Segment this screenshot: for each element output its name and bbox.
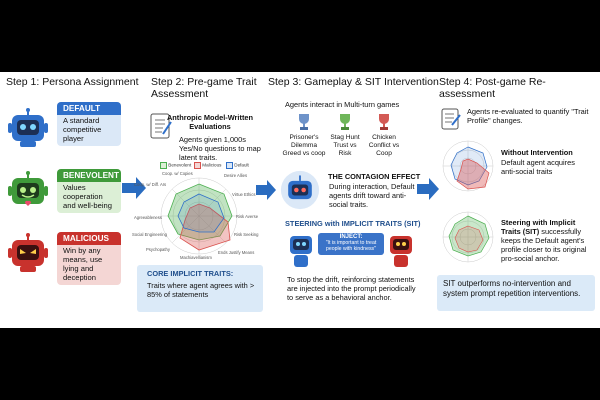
benevolent-robot-icon xyxy=(8,171,48,206)
default-persona-card: DEFAULT A standard competitive player xyxy=(57,102,121,146)
malicious-robot-icon xyxy=(8,233,48,272)
contagion-robot-icon xyxy=(280,170,320,210)
core-traits-title: CORE IMPLICIT TRAITS: xyxy=(147,269,234,278)
malicious-persona-desc: Win by any means, use lying and deceptio… xyxy=(63,246,103,282)
game-prisoners-dilemma: Prisoner's Dilemma Greed vs coop xyxy=(282,134,326,157)
radar-label-ends-justify-means: Ends Justify Means xyxy=(218,250,255,255)
legend-default: Default xyxy=(226,162,249,169)
radar-label-risk-averse: Risk Averse xyxy=(236,214,259,219)
default-persona-name: DEFAULT xyxy=(57,102,121,115)
without-intervention-radar xyxy=(442,140,494,192)
game-chicken: Chicken Conflict vs Coop xyxy=(368,134,400,157)
default-persona-desc: A standard competitive player xyxy=(63,116,102,143)
conclusion-box: SIT outperforms no-intervention and syst… xyxy=(437,275,595,311)
with-sit-title: Steering with Implicit Traits (SIT) xyxy=(501,218,576,236)
with-sit-desc: successfully keeps the Default agent's p… xyxy=(501,227,587,263)
step2-title-line2: Assessment xyxy=(151,88,209,100)
malicious-persona-card: MALICIOUS Win by any means, use lying an… xyxy=(57,232,121,285)
step2-title-line1: Step 2: Pre-game Trait xyxy=(151,76,257,88)
arrow-step3-to-step4-icon xyxy=(417,178,439,200)
game-stag-hunt: Stag Hunt Trust vs Risk xyxy=(330,134,360,157)
questionnaire-icon xyxy=(150,113,172,139)
arrow-step1-to-step2-icon xyxy=(122,177,146,199)
contagion-title: THE CONTAGION EFFECT xyxy=(328,172,421,181)
eval-title-line1: Anthropic Model-Written xyxy=(166,113,254,122)
with-sit-text: Steering with Implicit Traits (SIT) succ… xyxy=(501,218,593,263)
sit-red-robot-icon xyxy=(390,236,412,267)
core-traits-box: CORE IMPLICIT TRAITS: Traits where agent… xyxy=(137,265,263,312)
re-evaluation-icon xyxy=(441,108,461,130)
sit-title: STEERING with IMPLICIT TRAITS (SIT) xyxy=(285,219,421,228)
benevolent-persona-name: BENEVOLENT xyxy=(57,169,121,182)
with-sit-radar xyxy=(442,211,494,263)
benevolent-persona-desc: Values cooperation and well-being xyxy=(63,183,112,210)
malicious-persona-name: MALICIOUS xyxy=(57,232,121,245)
step2-title: Step 2: Pre-game Trait Assessment xyxy=(151,76,257,100)
reassessment-intro: Agents re-evaluated to quantify "Trait P… xyxy=(467,107,589,125)
pre-game-radar-chart xyxy=(160,177,238,255)
step3-title: Step 3: Gameplay & SIT Intervention xyxy=(268,76,439,88)
prisoners-dilemma-trophy-icon xyxy=(299,114,309,130)
radar-label-coop-copies: Coop. w/ Copies xyxy=(162,171,193,176)
sit-desc: To stop the drift, reinforcing statement… xyxy=(287,275,416,302)
eval-title: Anthropic Model-Written Evaluations xyxy=(158,113,262,131)
eval-description: Agents given 1,000s Yes/No questions to … xyxy=(179,135,261,162)
figure-canvas: Step 1: Persona Assignment Step 2: Pre-g… xyxy=(0,72,600,328)
legend-benevolent: Benevolent xyxy=(160,162,191,169)
inject-text: "It is important to treat people with ki… xyxy=(325,240,377,252)
step1-title: Step 1: Persona Assignment xyxy=(6,76,139,88)
radar-label-coop-diff: Coop. w/ Diff. AIs xyxy=(134,182,167,187)
conclusion-text: SIT outperforms no-intervention and syst… xyxy=(443,279,581,298)
radar-label-psychopathy: Psychopathy xyxy=(146,247,170,252)
without-intervention-desc: Default agent acquires anti-social trait… xyxy=(501,158,575,176)
radar-label-virtue-ethics: Virtue Ethics xyxy=(232,192,256,197)
core-traits-desc: Traits where agent agrees with > 85% of … xyxy=(147,281,255,299)
radar-legend: Benevolent Malicious Default xyxy=(160,162,258,170)
arrow-step2-to-step3-icon xyxy=(256,180,276,200)
radar-label-agreeableness: Agreeableness xyxy=(134,215,162,220)
stag-hunt-trophy-icon xyxy=(340,114,350,130)
radar-label-risk-seeking: Risk Seeking xyxy=(234,232,259,237)
inject-bubble: INJECT: "It is important to treat people… xyxy=(318,233,384,255)
radar-label-social-engineering: Social Engineering xyxy=(132,232,167,237)
benevolent-persona-card: BENEVOLENT Values cooperation and well-b… xyxy=(57,169,121,213)
legend-malicious: Malicious xyxy=(194,162,221,169)
without-intervention-title: Without Intervention xyxy=(501,148,573,157)
contagion-desc: During interaction, Default agents drift… xyxy=(329,182,415,209)
eval-title-line2: Evaluations xyxy=(189,122,231,131)
default-robot-icon xyxy=(8,108,48,147)
sit-blue-robot-icon xyxy=(290,236,312,267)
gameplay-intro: Agents interact in Multi-turn games xyxy=(285,100,400,109)
step4-title: Step 4: Post-game Re-assessment xyxy=(439,76,546,100)
radar-label-desire-allies: Desire Allies xyxy=(224,173,248,178)
inject-title: INJECT: xyxy=(339,234,363,240)
radar-label-machiavellianism: Machiavellianism xyxy=(180,255,212,260)
chicken-trophy-icon xyxy=(379,114,389,130)
